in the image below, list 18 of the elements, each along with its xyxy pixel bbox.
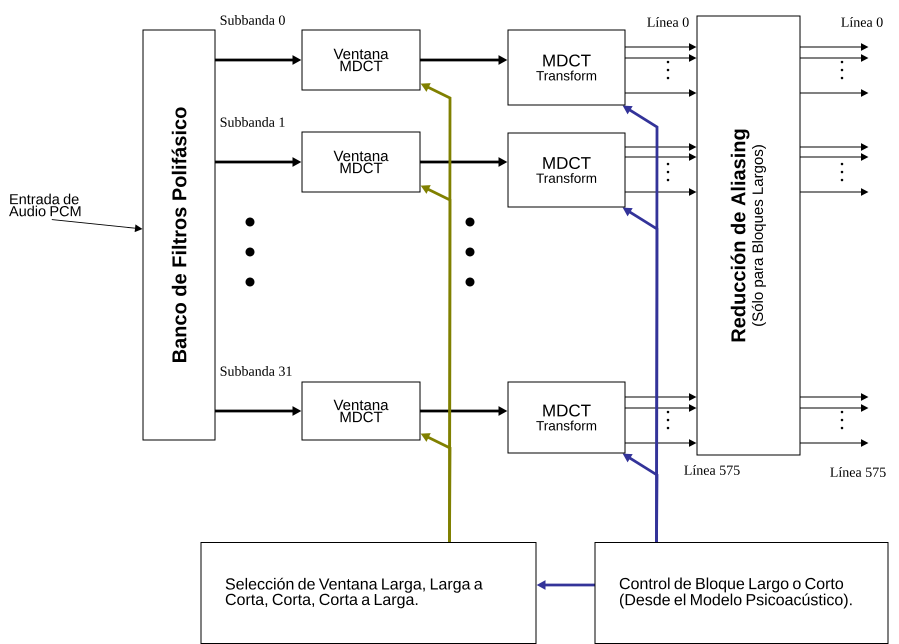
aliasing-reduction-box: Reducción de Aliasing (Sólo para Bloques Largos) (696, 16, 800, 456)
transform-box: MDCT Transform (508, 132, 626, 208)
window-box: Ventana MDCT (302, 382, 420, 440)
line-label: Línea 0 (647, 17, 689, 27)
block-control-box: Control de Bloque Largo o Corto (Desde el Modelo Psicoacústico). (594, 542, 888, 644)
edge-label: Subbanda 0 (218, 14, 286, 26)
window-selection-box: Selección de Ventana Larga, Larga a Corta, Corta, Corta a Larga. (200, 542, 536, 644)
input-label: Entrada de Audio PCM (9, 194, 80, 216)
transform-box: MDCT Transform (508, 382, 626, 454)
transform-box: MDCT Transform (508, 30, 626, 106)
line-label: Línea 575 (830, 467, 886, 477)
edge-label: Subbanda 31 (218, 365, 294, 377)
filter-bank-box: Banco de Filtros Polifásico (142, 30, 216, 440)
edge-label: Subbanda 1 (218, 116, 286, 128)
window-box: Ventana MDCT (302, 132, 420, 192)
line-label: Línea 0 (841, 17, 883, 27)
window-box: Ventana MDCT (302, 30, 420, 90)
line-label: Línea 575 (684, 465, 740, 475)
